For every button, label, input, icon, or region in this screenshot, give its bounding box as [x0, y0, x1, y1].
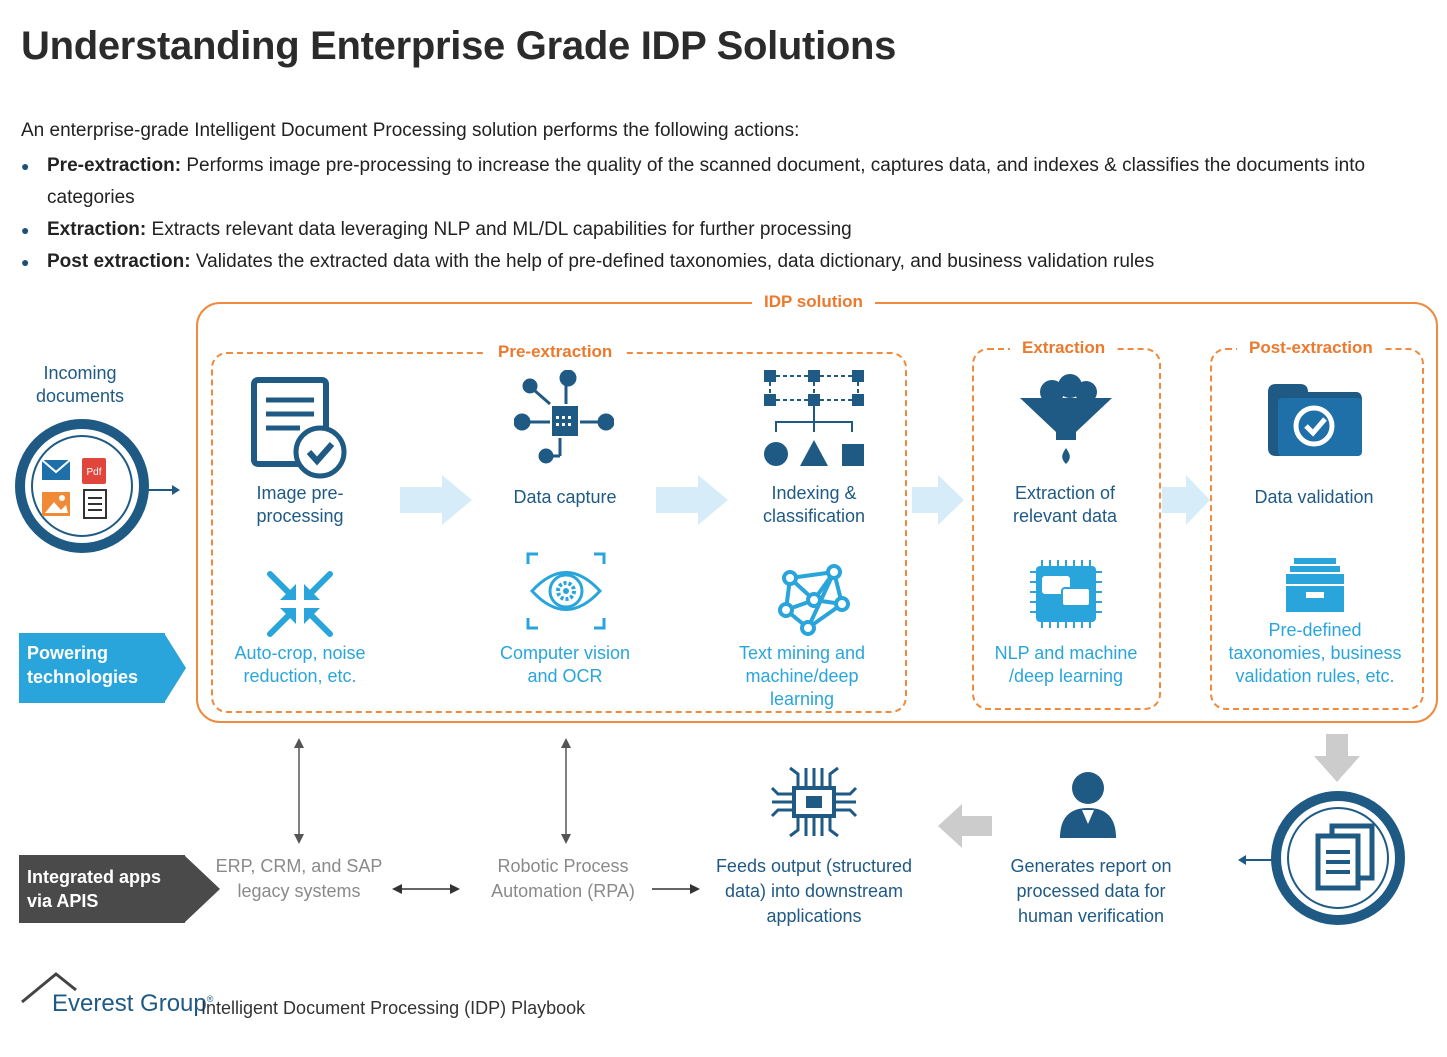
powering-technologies-tag: Powering technologies [19, 633, 165, 703]
vertical-connector-icon [294, 738, 304, 844]
footer-brand: Everest Group® [52, 990, 213, 1018]
step-data-capture: Data capture [513, 487, 617, 507]
post-extraction-label: Post-extraction [1237, 338, 1385, 358]
step-indexing-classification: Indexing & classification [762, 483, 866, 526]
bullet-extraction: Extraction: Extracts relevant data lever… [21, 214, 1421, 246]
bullet-text: Extracts relevant data leveraging NLP an… [146, 219, 852, 240]
step-extraction-relevant-data: Extraction of relevant data [1012, 483, 1118, 526]
bullet-term: Pre-extraction: [47, 155, 182, 176]
bullet-pre-extraction: Pre-extraction: Performs image pre-proce… [21, 150, 1421, 214]
step-data-validation: Data validation [1254, 487, 1374, 507]
pre-extraction-label: Pre-extraction [486, 342, 625, 362]
brand-registered: ® [206, 994, 214, 1004]
integrated-tag-point [184, 855, 220, 923]
horizontal-connector-icon [392, 884, 460, 894]
right-connector-icon [652, 884, 700, 894]
computer-vision-eye-icon [526, 552, 606, 630]
mail-icon [41, 459, 71, 480]
everest-group-logo [21, 972, 77, 1004]
intro-text: An enterprise-grade Intelligent Document… [21, 120, 800, 141]
flow-arrow-icon [912, 475, 964, 525]
bullet-post-extraction: Post extraction: Validates the extracted… [21, 246, 1421, 278]
flow-arrow-icon [656, 475, 728, 525]
document-check-icon [251, 377, 347, 479]
archive-drawer-icon [1286, 558, 1344, 612]
rpa-label: Robotic Process Automation (RPA) [491, 856, 635, 901]
incoming-documents-label: Incoming documents [35, 363, 125, 406]
bullet-list: Pre-extraction: Performs image pre-proce… [21, 150, 1421, 278]
tech-computer-vision-ocr: Computer vision and OCR [499, 643, 631, 686]
idp-solution-label: IDP solution [752, 292, 875, 312]
neural-network-icon [778, 564, 850, 636]
person-icon [1060, 772, 1116, 838]
receipt-icon [83, 489, 107, 519]
tech-text-mining: Text mining and machine/deep learning [738, 643, 866, 709]
pdf-icon: Pdf [82, 458, 106, 484]
vertical-connector-icon [561, 738, 571, 844]
tech-autocrop: Auto-crop, noise reduction, etc. [234, 643, 366, 686]
powering-tag-point [164, 633, 186, 703]
step-image-preprocessing: Image pre-processing [256, 483, 344, 526]
tech-taxonomies: Pre-defined taxonomies, business validat… [1228, 620, 1402, 686]
flow-arrow-icon [1162, 475, 1210, 525]
bullet-text: Validates the extracted data with the he… [190, 251, 1155, 272]
generates-report-label: Generates report on processed data for h… [1010, 856, 1172, 926]
extraction-label: Extraction [1010, 338, 1118, 358]
bullet-term: Post extraction: [47, 251, 191, 272]
flow-arrow-icon [400, 475, 472, 525]
output-documents-icon [1238, 791, 1405, 925]
feeds-output-label: Feeds output (structured data) into down… [715, 856, 913, 926]
auto-crop-icon [267, 571, 333, 637]
nlp-chip-icon [1030, 560, 1102, 628]
page-title: Understanding Enterprise Grade IDP Solut… [21, 24, 897, 68]
footer-playbook: Intelligent Document Processing (IDP) Pl… [201, 998, 586, 1018]
image-icon [42, 492, 70, 516]
incoming-documents-icon: Pdf [15, 419, 180, 553]
tech-nlp: NLP and machine /deep learning [994, 643, 1138, 686]
left-arrow-icon [938, 804, 992, 848]
integrated-apps-tag: Integrated apps via APIS [19, 855, 185, 923]
erp-crm-sap-label: ERP, CRM, and SAP legacy systems [215, 856, 383, 901]
powering-technologies-label: Powering technologies [27, 643, 139, 687]
folder-check-icon [1268, 384, 1362, 456]
svg-text:Pdf: Pdf [86, 467, 101, 478]
down-arrow-icon [1314, 734, 1360, 782]
indexing-classification-icon [764, 370, 864, 466]
bullet-term: Extraction: [47, 219, 147, 240]
funnel-icon [1020, 374, 1112, 464]
data-capture-icon [514, 370, 614, 464]
circuit-chip-icon [770, 766, 858, 838]
integrated-apps-label: Integrated apps via APIS [27, 867, 162, 911]
brand-name: Everest Group [52, 990, 207, 1017]
bullet-text: Performs image pre-processing to increas… [47, 155, 1366, 208]
